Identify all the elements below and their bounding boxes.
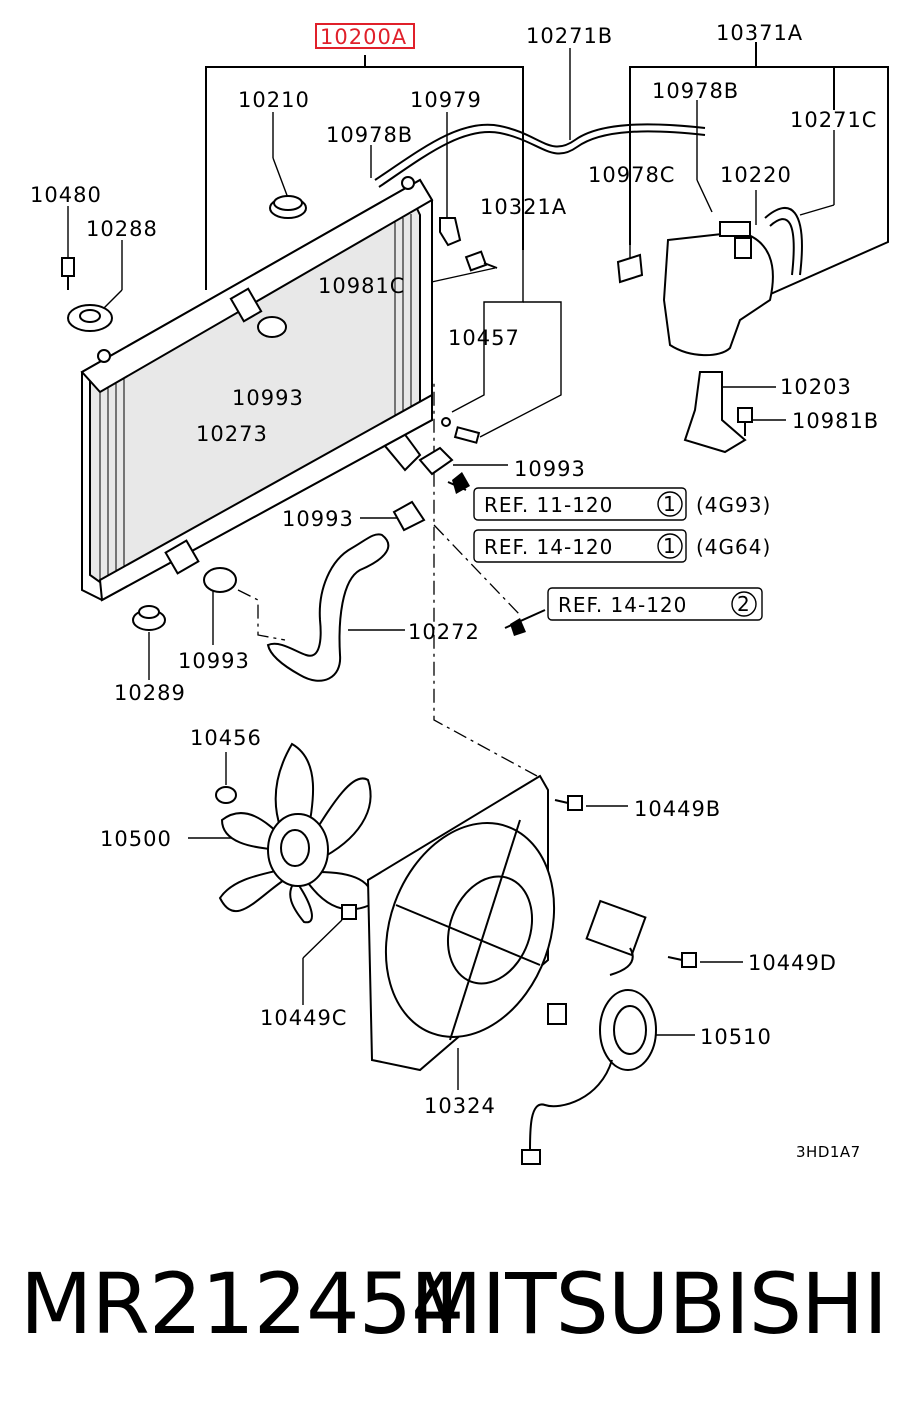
label-10993-c: 10993 bbox=[282, 507, 354, 531]
label-10456: 10456 bbox=[190, 726, 262, 750]
reservoir-tank bbox=[616, 221, 774, 357]
fan-motor bbox=[521, 899, 657, 1165]
ref-1-engine: (4G93) bbox=[696, 493, 771, 517]
label-10457: 10457 bbox=[448, 326, 520, 350]
radiator-core-hatch bbox=[99, 214, 412, 580]
footer: MR212454 MITSUBISHI bbox=[0, 1262, 909, 1382]
label-10449D: 10449D bbox=[748, 951, 837, 975]
drain-plug bbox=[61, 257, 75, 290]
label-10203: 10203 bbox=[780, 375, 852, 399]
mount-bracket bbox=[67, 304, 113, 332]
ref-1-circle: 1 bbox=[663, 492, 677, 516]
label-10288: 10288 bbox=[86, 217, 158, 241]
label-10480: 10480 bbox=[30, 183, 102, 207]
label-10210: 10210 bbox=[238, 88, 310, 112]
bolts-10449 bbox=[341, 795, 697, 968]
rubber-bushing bbox=[132, 605, 166, 631]
tank-bracket bbox=[683, 371, 747, 454]
radiator-exploded-diagram: REF. 11-120 1 (4G93) REF. 14-120 1 (4G64… bbox=[30, 21, 889, 1165]
label-10289: 10289 bbox=[114, 681, 186, 705]
label-10510: 10510 bbox=[700, 1025, 772, 1049]
label-10449C: 10449C bbox=[260, 1006, 347, 1030]
fan-blade bbox=[218, 742, 373, 924]
label-10978C: 10978C bbox=[588, 163, 675, 187]
label-10993-d: 10993 bbox=[178, 649, 250, 673]
radiator-cap bbox=[269, 195, 307, 219]
label-10978B-top: 10978B bbox=[652, 79, 739, 103]
hose-clip bbox=[439, 217, 462, 247]
label-10981B: 10981B bbox=[792, 409, 879, 433]
label-10273: 10273 bbox=[196, 422, 268, 446]
ref-1-text: REF. 11-120 bbox=[484, 493, 613, 517]
bolt-10981b bbox=[737, 407, 753, 436]
ref-3-text: REF. 14-120 bbox=[558, 593, 687, 617]
ref-box-3: REF. 14-120 2 bbox=[547, 587, 763, 621]
hose-clamps bbox=[203, 316, 454, 593]
ref-2-text: REF. 14-120 bbox=[484, 535, 613, 559]
part-labels: 10200A 10271B 10371A 10210 10979 10978B … bbox=[30, 21, 879, 1161]
label-10993-b: 10993 bbox=[514, 457, 586, 481]
label-10200A: 10200A bbox=[320, 25, 407, 49]
ref-box-1: REF. 11-120 1 (4G93) bbox=[473, 487, 771, 521]
label-10272: 10272 bbox=[408, 620, 480, 644]
radiator bbox=[80, 176, 434, 602]
label-10324: 10324 bbox=[424, 1094, 496, 1118]
label-10271B: 10271B bbox=[526, 24, 613, 48]
ref-3-circle: 2 bbox=[737, 592, 751, 616]
fan-nut bbox=[215, 786, 237, 804]
fan-shroud bbox=[366, 774, 556, 1072]
label-10371A: 10371A bbox=[716, 21, 803, 45]
ref-2-circle: 1 bbox=[663, 534, 677, 558]
label-10271C: 10271C bbox=[790, 108, 877, 132]
leader-lines bbox=[67, 42, 889, 1090]
label-10993-a: 10993 bbox=[232, 386, 304, 410]
label-10981C: 10981C bbox=[318, 274, 405, 298]
ref-box-2: REF. 14-120 1 (4G64) bbox=[473, 529, 771, 563]
hose-connector bbox=[441, 417, 481, 444]
label-10220: 10220 bbox=[720, 163, 792, 187]
part-number: MR212454 bbox=[20, 1255, 464, 1353]
label-10449B: 10449B bbox=[634, 797, 721, 821]
ref-2-engine: (4G64) bbox=[696, 535, 771, 559]
label-10979: 10979 bbox=[410, 88, 482, 112]
label-10500: 10500 bbox=[100, 827, 172, 851]
label-10321A: 10321A bbox=[480, 195, 567, 219]
diagram-code: 3HD1A7 bbox=[796, 1143, 861, 1161]
ref-arrows bbox=[447, 472, 546, 636]
label-10978B-left: 10978B bbox=[326, 123, 413, 147]
bolt-10981c bbox=[464, 250, 498, 272]
brand-name: MITSUBISHI bbox=[409, 1255, 888, 1353]
highlight-box bbox=[315, 23, 415, 49]
